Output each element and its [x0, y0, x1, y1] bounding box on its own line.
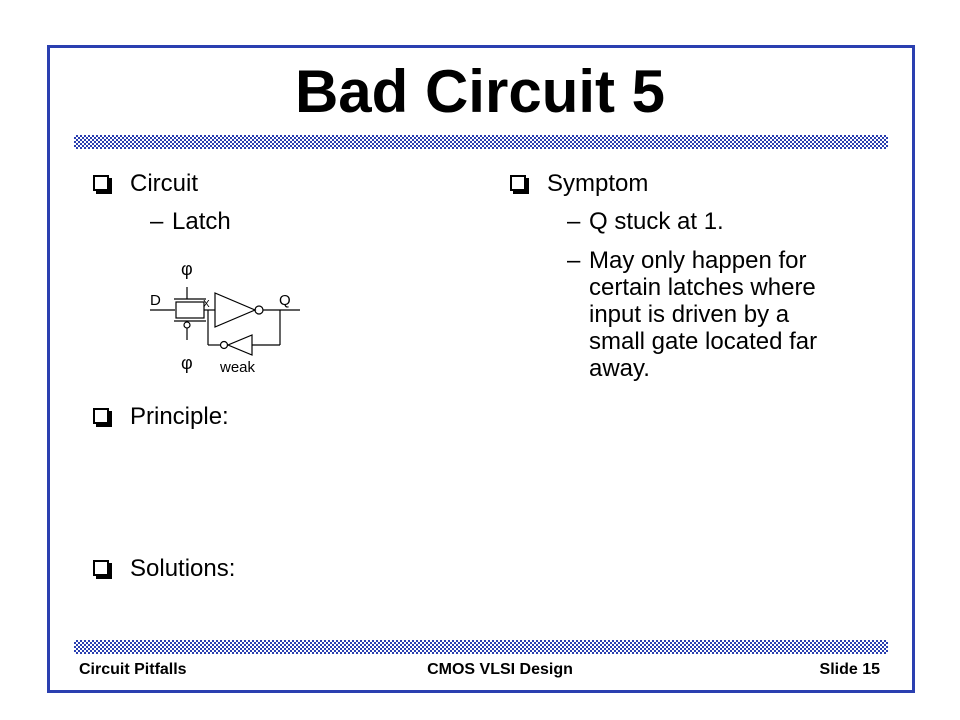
footer-divider-band — [74, 640, 888, 654]
sub-item-condition-label: May only happen for certain latches wher… — [589, 247, 869, 382]
feedback-weak-label: weak — [219, 359, 256, 376]
dash-marker: – — [567, 247, 581, 274]
sub-item-latch-label: Latch — [172, 208, 231, 235]
footer-course-title: CMOS VLSI Design — [427, 661, 573, 678]
checkbox-bullet-icon — [510, 175, 529, 194]
bullet-circuit-label: Circuit — [130, 170, 199, 197]
clock-top-label: φ — [181, 259, 193, 279]
latch-circuit-diagram: φ φ D X Q weak — [150, 259, 300, 376]
slide-title: Bad Circuit 5 — [294, 58, 666, 125]
sub-item-latch: – Latch — [150, 208, 410, 235]
bullet-principle-label: Principle: — [130, 403, 229, 430]
footer-slide-number: Slide 15 — [819, 661, 880, 678]
dash-marker: – — [567, 208, 581, 235]
output-q-label: Q — [279, 292, 291, 309]
footer-course-topic: Circuit Pitfalls — [79, 661, 187, 678]
condition-line: away. — [589, 355, 650, 382]
node-x-label: X — [203, 299, 210, 310]
input-d-label: D — [150, 292, 161, 309]
sub-item-stuck: – Q stuck at 1. — [567, 208, 867, 235]
dash-marker: – — [150, 208, 164, 235]
condition-line: certain latches where — [589, 274, 816, 301]
bullet-circuit: Circuit — [93, 170, 423, 198]
title-divider-band — [74, 135, 888, 149]
condition-line: small gate located far — [589, 328, 818, 355]
condition-line: May only happen for — [589, 247, 807, 274]
checkbox-bullet-icon — [93, 408, 112, 427]
bullet-principle: Principle: — [93, 403, 423, 431]
condition-line: input is driven by a — [589, 301, 790, 328]
sub-item-stuck-label: Q stuck at 1. — [589, 208, 724, 235]
bullet-symptom-label: Symptom — [547, 170, 649, 197]
slide-frame — [47, 45, 915, 693]
bullet-solutions: Solutions: — [93, 555, 423, 583]
bullet-solutions-label: Solutions: — [130, 555, 236, 582]
bullet-symptom: Symptom — [510, 170, 870, 198]
checkbox-bullet-icon — [93, 560, 112, 579]
sub-item-condition: – May only happen for certain latches wh… — [567, 247, 867, 387]
checkbox-bullet-icon — [93, 175, 112, 194]
clock-bottom-label: φ — [181, 353, 193, 373]
